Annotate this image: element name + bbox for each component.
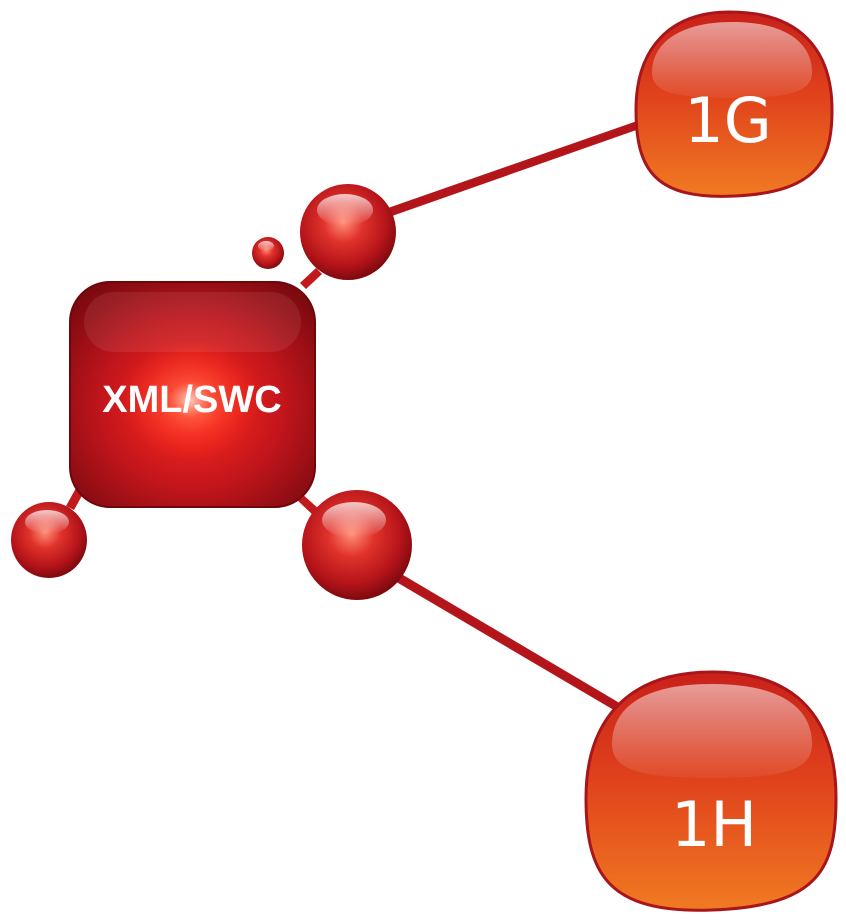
connector-to-1g (388, 120, 642, 216)
node-1h: 1H (584, 670, 838, 912)
connector-to-1h (393, 572, 628, 716)
node-label-1g: 1G (684, 84, 772, 157)
node-1g: 1G (634, 10, 834, 198)
center-label: XML/SWC (102, 379, 281, 421)
connector-square-top (300, 268, 322, 289)
sphere-bottom (302, 490, 412, 600)
sphere-left (11, 502, 87, 578)
node-label-1h: 1H (671, 788, 757, 861)
sphere-top (300, 184, 396, 280)
center-node: XML/SWC (69, 281, 316, 508)
small-sphere (252, 237, 284, 269)
